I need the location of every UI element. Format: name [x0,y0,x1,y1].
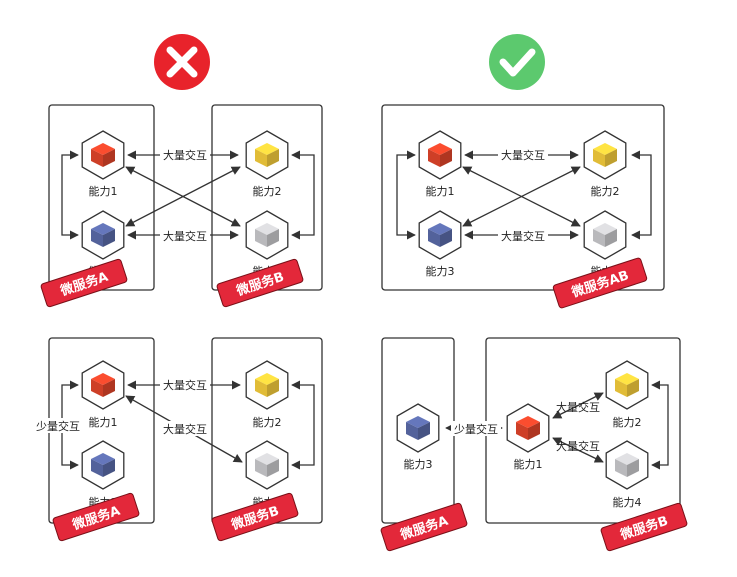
edge-label: 大量交互 [501,229,545,243]
edge-1-3 [61,150,79,240]
panel-bottom-left: 大量交互 大量交互 少量交互 能力1 能力2 能力3 能力4 微服务A 微服务B [36,337,323,542]
cube-icon-gray [245,210,289,260]
service-tag: 微服务A [40,258,128,308]
edge-label: 大量交互 [163,148,207,162]
panel-top-left: 大量交互 大量交互 能力1 能力2 能力3 能力4 微服务A 微服务B [40,104,323,308]
cube-icon-red [506,403,550,453]
edge-2-4 [291,380,315,470]
service-ab-box [381,104,665,291]
cube-icon-blue [396,403,440,453]
cube-icon-gray [583,210,627,260]
node-label: 能力1 [514,457,543,471]
service-tag: 微服务B [600,502,688,552]
check-icon [489,34,545,90]
edge-2-4 [631,150,652,240]
node-label: 能力2 [591,184,620,198]
node-label: 能力4 [613,495,642,509]
node-label: 能力3 [404,457,433,471]
cube-icon-yellow [605,360,649,410]
cube-icon-gray [245,440,289,490]
edge-label: 大量交互 [556,439,600,453]
edge-2-4 [291,150,315,240]
edge-label: 大量交互 [163,378,207,392]
cube-icon-red [81,360,125,410]
edge-label: 少量交互 [454,422,498,436]
edge-1-2 [552,392,604,419]
edge-3-2 [462,166,581,227]
edge-3-2 [125,166,241,227]
edge-label: 大量交互 [556,400,600,414]
edge-2-4 [651,380,669,470]
cube-icon-red [81,130,125,180]
cube-icon-blue [418,210,462,260]
service-tag: 微服务A [380,502,468,552]
node-label: 能力3 [426,264,455,278]
cube-icon-yellow [245,360,289,410]
node-label: 能力1 [426,184,455,198]
service-tag: 微服务B [211,492,299,542]
cross-icon [154,34,210,90]
cube-icon-blue [81,210,125,260]
node-label: 能力2 [253,415,282,429]
cube-icon-red [418,130,462,180]
panel-bottom-right: 少量交互 大量交互 大量交互 能力3 能力1 能力2 能力4 微服务A 微服务B [380,337,688,552]
node-label: 能力2 [253,184,282,198]
edge-label: 大量交互 [501,148,545,162]
edge-1-3 [396,150,416,240]
node-label: 能力2 [613,415,642,429]
cube-icon-yellow [583,130,627,180]
cube-icon-yellow [245,130,289,180]
edge-label: 大量交互 [163,422,207,436]
edge-label: 少量交互 [36,419,80,433]
node-label: 能力1 [89,415,118,429]
node-label: 能力1 [89,184,118,198]
edge-1-4 [552,437,604,463]
cube-icon-gray [605,440,649,490]
cube-icon-blue [81,440,125,490]
edge-label: 大量交互 [163,229,207,243]
panel-top-right: 大量交互 大量交互 能力1 能力2 能力3 能力4 微服务AB [381,104,665,309]
